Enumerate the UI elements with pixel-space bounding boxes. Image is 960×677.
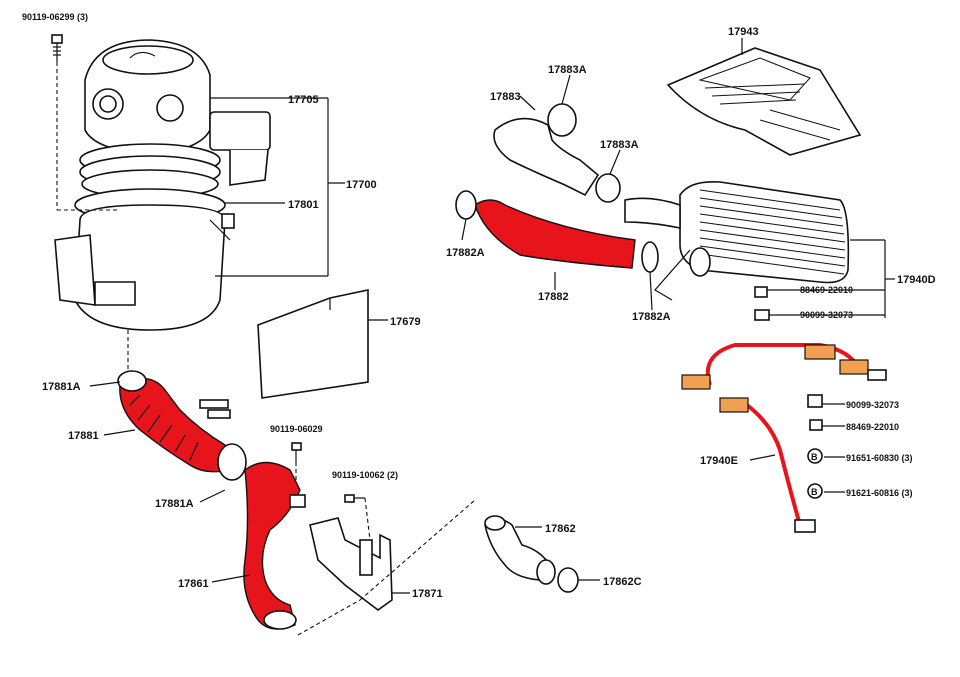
- hose-17861: [243, 461, 306, 630]
- label-17940D: 17940D: [897, 274, 936, 286]
- svg-text:B: B: [811, 487, 818, 497]
- label-17862C: 17862C: [603, 576, 642, 588]
- label-88469-b: 88469-22010: [846, 422, 899, 432]
- bolt-low: [344, 494, 371, 541]
- label-17883A-top: 17883A: [548, 64, 587, 76]
- intercooler: [624, 180, 850, 301]
- air-cleaner-case: [74, 204, 226, 331]
- label-17882A-right: 17882A: [632, 311, 671, 323]
- air-cleaner-bracket: [209, 111, 271, 151]
- label-17861: 17861: [178, 578, 209, 590]
- wire-17940E: [681, 343, 887, 533]
- label-17871: 17871: [412, 588, 443, 600]
- label-90099-a: 90099-32073: [800, 310, 853, 320]
- b-marker-2: B: [807, 483, 823, 499]
- label-17881A-bot: 17881A: [155, 498, 194, 510]
- clamp-17882A-left: [455, 190, 477, 220]
- clamp-17862C: [557, 567, 579, 593]
- hose-17882: [455, 190, 659, 273]
- label-17881A-top: 17881A: [42, 381, 81, 393]
- label-88469-a: 88469-22010: [800, 285, 853, 295]
- clamp-17882A-right: [641, 241, 659, 273]
- label-17801: 17801: [288, 199, 319, 211]
- label-17883A-mid: 17883A: [600, 139, 639, 151]
- air-cleaner-assembly: [51, 34, 271, 370]
- bolt-top: [51, 34, 63, 62]
- hose-17881: [117, 370, 247, 481]
- label-bolt-mid: 90119-06029: [270, 424, 323, 434]
- svg-text:B: B: [811, 452, 818, 462]
- label-17943: 17943: [728, 26, 759, 38]
- label-17705: 17705: [288, 94, 319, 106]
- label-17883: 17883: [490, 91, 521, 103]
- collar-90099-b: [807, 394, 823, 408]
- label-91621: 91621-60816 (3): [846, 488, 913, 498]
- label-bolt-low: 90119-10062 (2): [332, 470, 398, 480]
- label-91651: 91651-60830 (3): [846, 453, 913, 463]
- label-bolt-top: 90119-06299 (3): [22, 12, 88, 22]
- label-17679: 17679: [390, 316, 421, 328]
- grommet-88469-a: [754, 286, 768, 298]
- bracket-17871: [297, 499, 476, 636]
- label-17700: 17700: [346, 179, 377, 191]
- leader-lines: [89, 38, 895, 594]
- grommet-88469-b: [809, 419, 823, 431]
- label-17862: 17862: [545, 523, 576, 535]
- panel-17679: [257, 289, 369, 399]
- heat-shield-17943: [666, 47, 862, 156]
- label-90099-b: 90099-32073: [846, 400, 899, 410]
- b-marker-1: B: [807, 448, 823, 464]
- label-17882A-left: 17882A: [446, 247, 485, 259]
- collar-90099-a: [754, 309, 770, 321]
- part-labels: 90119-06299 (3) 17705 17700 17801 17679 …: [22, 12, 936, 600]
- hose-17862: [484, 515, 579, 593]
- label-17881: 17881: [68, 430, 99, 442]
- label-17940E: 17940E: [700, 455, 738, 467]
- bolt-mid: [291, 442, 302, 480]
- clamp-17883A-mid: [595, 173, 621, 203]
- hose-17883: [493, 103, 621, 203]
- clamp-17883A-top: [547, 103, 577, 137]
- label-17882: 17882: [538, 291, 569, 303]
